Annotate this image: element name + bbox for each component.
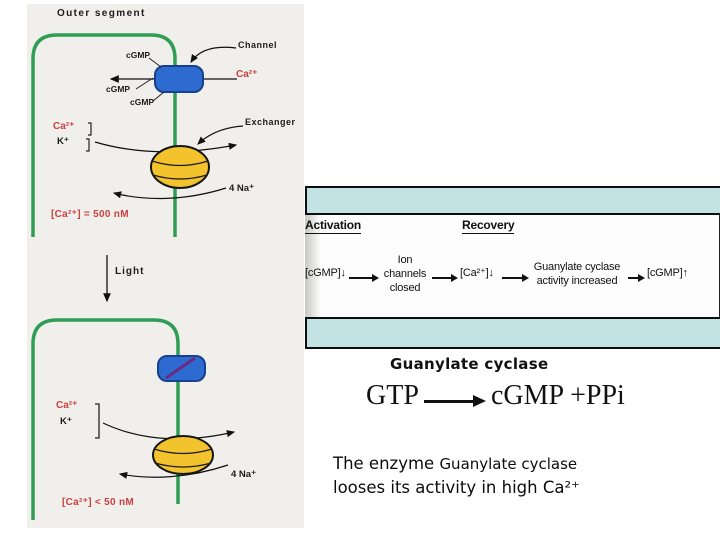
na-label-bottom: 4 Na⁺ [231,469,257,480]
flow-step-cgmp-down: [cGMP]↓ [305,267,346,279]
caption-line1: The enzyme Guanylate cyclase [333,452,580,476]
flow-arrow-3 [502,274,529,281]
exchanger-in-arrow-bottom [118,464,229,479]
ca-label-bottom: Ca²⁺ [56,400,78,411]
flow-step-ion-line3: closed [389,282,421,294]
open-channel-icon [154,65,204,93]
cgmp-label-2: cGMP [106,84,131,94]
exchanger-out-arrow-bottom [102,422,236,440]
membrane-dark-cell [31,33,177,237]
closed-channel-slash [165,356,196,380]
exchanger-label: Exchanger [245,117,296,127]
reaction-enzyme-heading: Guanylate cyclase [390,355,549,373]
teal-band-bottom [305,317,720,349]
membrane-diagram-art [31,33,244,520]
exchanger-in-arrow-top [112,187,227,200]
channel-pointer-arrow [190,46,237,63]
membrane-light-cell [31,318,180,520]
k-label-bottom: K⁺ [60,416,72,427]
ca-concentration-dark: [Ca²⁺] = 500 nM [51,209,129,220]
flow-step-cgmp-up: [cGMP]↑ [647,267,688,279]
cgmp-label-1: cGMP [126,50,151,60]
ca-entry-label: Ca²⁺ [236,69,258,80]
ion-bracket-bottom [95,403,100,439]
flow-arrow-1 [349,274,379,281]
flow-step-ion-line2: channels [383,268,427,280]
caption-lead: The enzyme [333,454,440,473]
flow-step-ion-channels: Ion channels closed [379,253,431,295]
reaction-arrow [424,395,486,407]
flow-step-ion-line1: Ion [397,254,413,266]
ca-label-top: Ca²⁺ [53,121,75,132]
ca-concentration-light: [Ca²⁺] < 50 nM [62,497,134,508]
cgmp-label-3: cGMP [130,97,155,107]
exchanger-stripes-bottom [153,448,213,468]
caption-enzyme: Guanylate cyclase [439,455,578,473]
flow-arrow-4 [628,274,645,281]
flow-step-guanylate-cyclase: Guanylate cyclase activity increased [529,260,625,288]
outer-segment-diagram: Outer segment cGMP cGMP cGMP Channel Ca²… [27,4,304,528]
exchanger-pointer-arrow [197,125,244,145]
flow-step-gc-line2: activity increased [536,275,618,287]
scan-smudge [305,215,321,317]
activation-heading: Activation [305,218,362,234]
ion-bracket-top [86,122,92,152]
channel-label: Channel [238,40,278,50]
exchanger-stripes-top [151,160,209,180]
teal-band-top [305,186,720,215]
caption-line2: looses its activity in high Ca²⁺ [333,478,580,497]
reaction-substrate: GTP [366,380,419,411]
cgmp-connectors [135,57,165,102]
outer-segment-label: Outer segment [57,8,146,19]
exchanger-icon-bottom [152,435,214,475]
exchanger-out-arrow-top [94,141,238,153]
flow-step-gc-line1: Guanylate cyclase [533,261,621,273]
exchanger-icon-top [150,145,210,189]
flow-figure-body: Activation Recovery [cGMP]↓ Ion channels… [305,215,720,317]
light-label: Light [115,266,145,277]
recovery-flow-figure: Activation Recovery [cGMP]↓ Ion channels… [305,186,720,349]
recovery-heading: Recovery [462,218,515,234]
reaction-product: cGMP +PPi [491,380,625,411]
caption: The enzyme Guanylate cyclase looses its … [333,452,580,499]
flow-step-ca-down: [Ca²⁺]↓ [460,267,494,279]
k-label-top: K⁺ [57,136,69,147]
na-label-top: 4 Na⁺ [229,183,255,194]
flow-arrow-2 [432,274,458,281]
